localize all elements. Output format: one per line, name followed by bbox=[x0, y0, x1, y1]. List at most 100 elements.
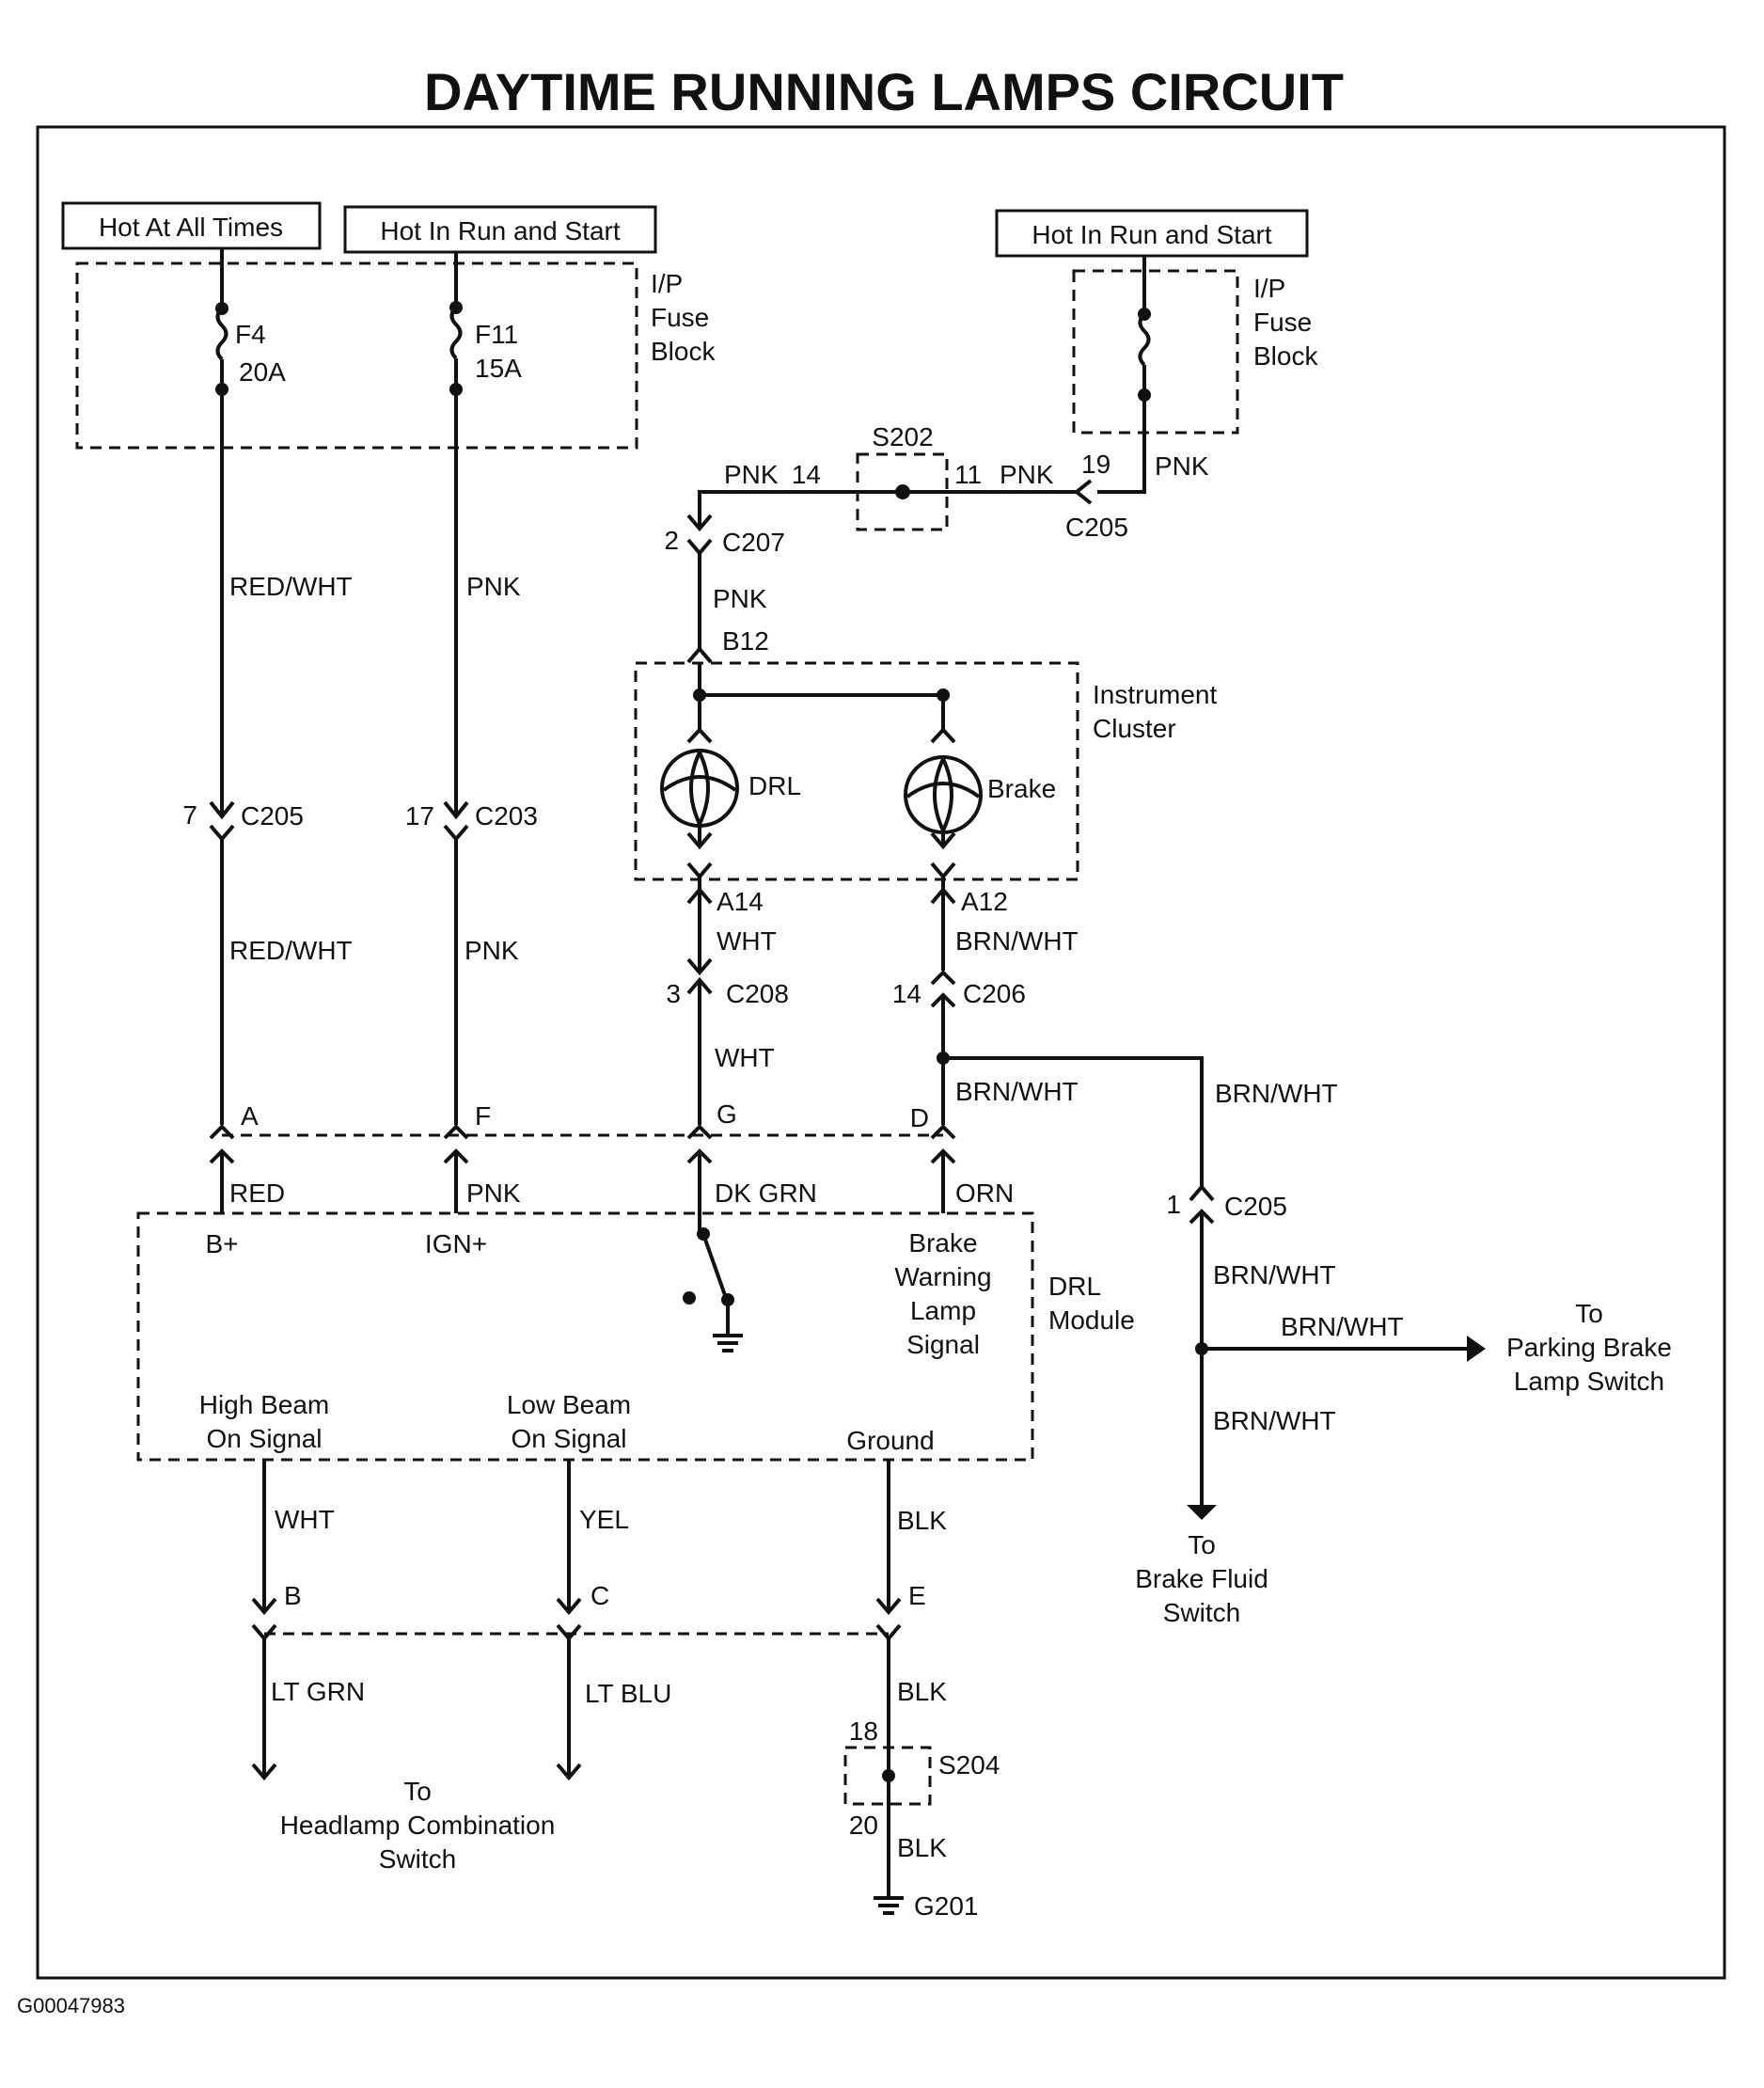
wire-label-dk-grn: DK GRN bbox=[715, 1178, 817, 1208]
connector-a12: A12 bbox=[961, 887, 1008, 916]
hot-at-all-times-box bbox=[61, 201, 322, 250]
wire-label-red-wht-2: RED/WHT bbox=[229, 936, 353, 965]
dest-brake-fluid-2: Brake Fluid bbox=[1135, 1564, 1268, 1593]
wire-label-lt-grn: LT GRN bbox=[271, 1677, 365, 1706]
connector-pin-e: E bbox=[908, 1581, 926, 1610]
fuse-block-left bbox=[75, 261, 638, 450]
dest-parking-brake-3: Lamp Switch bbox=[1514, 1367, 1664, 1396]
instrument-cluster-label-1: Instrument bbox=[1093, 680, 1217, 709]
dest-brake-fluid-3: Switch bbox=[1163, 1598, 1240, 1627]
ground-label: Ground bbox=[846, 1426, 934, 1455]
dest-headlamp-3: Switch bbox=[379, 1844, 456, 1874]
low-beam-label-2: On Signal bbox=[512, 1424, 627, 1453]
wire-f11-circuit bbox=[443, 252, 469, 1213]
connector-c205-left: C205 bbox=[241, 801, 304, 830]
splice-s204-label: S204 bbox=[938, 1750, 1000, 1780]
connector-c206: C206 bbox=[963, 979, 1026, 1008]
wire-label-blk-3: BLK bbox=[897, 1833, 947, 1862]
brake-lamp-label: Brake bbox=[987, 774, 1056, 803]
instrument-cluster-box bbox=[634, 661, 1079, 881]
fuse-f11-name: F11 bbox=[475, 320, 518, 349]
pin-14-s202: 14 bbox=[792, 460, 821, 489]
low-beam-label-1: Low Beam bbox=[507, 1390, 631, 1419]
diagram-title: DAYTIME RUNNING LAMPS CIRCUIT bbox=[424, 62, 1344, 121]
brake-warning-label-1: Brake bbox=[908, 1228, 977, 1258]
wire-label-brn-wht-2: BRN/WHT bbox=[955, 1077, 1079, 1106]
brake-lamp-icon bbox=[904, 755, 983, 834]
high-beam-label-2: On Signal bbox=[207, 1424, 323, 1453]
pin-20: 20 bbox=[849, 1811, 878, 1840]
wire-label-lt-blu: LT BLU bbox=[585, 1679, 671, 1708]
brake-warning-label-3: Lamp bbox=[910, 1296, 976, 1325]
wire-f4-circuit bbox=[209, 248, 235, 1213]
fuse-block-right bbox=[1072, 269, 1239, 435]
wire-label-orn: ORN bbox=[955, 1178, 1014, 1208]
fuse-block-label-left-2: Fuse bbox=[651, 303, 709, 332]
pin-1: 1 bbox=[1166, 1190, 1181, 1219]
instrument-cluster-internal-wiring bbox=[686, 663, 956, 744]
fuse-block-label-right-1: I/P bbox=[1253, 274, 1285, 303]
drl-module-label-1: DRL bbox=[1048, 1272, 1101, 1301]
wire-label-blk-1: BLK bbox=[897, 1506, 947, 1535]
drl-pin-b-plus: B+ bbox=[205, 1229, 238, 1258]
hot-in-run-start-label-2: Hot In Run and Start bbox=[1032, 220, 1271, 249]
connector-c207: C207 bbox=[722, 528, 785, 557]
drl-pin-ign-plus: IGN+ bbox=[425, 1229, 487, 1258]
pin-2: 2 bbox=[664, 526, 679, 555]
high-beam-label-1: High Beam bbox=[199, 1390, 330, 1419]
brake-warning-label-2: Warning bbox=[894, 1262, 991, 1291]
connector-pin-b: B bbox=[284, 1581, 302, 1610]
drl-lamp-icon bbox=[660, 749, 739, 828]
hot-in-run-start-box-1 bbox=[343, 205, 657, 254]
wire-label-brn-wht-3: BRN/WHT bbox=[1215, 1079, 1338, 1108]
connector-c205-right: C205 bbox=[1224, 1192, 1287, 1221]
pin-14-c206: 14 bbox=[892, 979, 921, 1008]
wire-label-pnk-2: PNK bbox=[465, 936, 519, 965]
brake-warning-label-4: Signal bbox=[906, 1330, 980, 1359]
wire-label-pnk-1: PNK bbox=[466, 572, 521, 601]
instrument-cluster-label-2: Cluster bbox=[1093, 714, 1176, 743]
wire-label-pnk-s202-right: PNK bbox=[1000, 460, 1054, 489]
figure-id: G00047983 bbox=[17, 1994, 125, 2017]
dest-parking-brake-2: Parking Brake bbox=[1506, 1333, 1672, 1362]
connector-pin-a: A bbox=[241, 1101, 259, 1131]
wire-label-pnk-3: PNK bbox=[466, 1178, 521, 1208]
splice-s204-box bbox=[843, 1746, 932, 1806]
connector-b12: B12 bbox=[722, 626, 769, 656]
connector-pin-d: D bbox=[910, 1103, 929, 1132]
hot-at-all-times-label: Hot At All Times bbox=[99, 213, 283, 242]
pin-18: 18 bbox=[849, 1716, 878, 1746]
connector-pin-f: F bbox=[475, 1101, 491, 1131]
wire-label-yel: YEL bbox=[579, 1505, 629, 1534]
wire-label-red: RED bbox=[229, 1178, 285, 1208]
wire-ground-circuit bbox=[874, 1460, 904, 1915]
wire-brake-circuit bbox=[930, 831, 1486, 1520]
wire-label-wht-2: WHT bbox=[715, 1043, 775, 1072]
hot-in-run-start-box-2 bbox=[995, 209, 1309, 258]
wire-low-beam-circuit bbox=[556, 1460, 582, 1781]
wire-label-brn-wht-6: BRN/WHT bbox=[1213, 1406, 1336, 1435]
wire-label-pnk-f18: PNK bbox=[1155, 451, 1209, 481]
drl-module-box bbox=[136, 1211, 1034, 1462]
fuse-block-label-left-1: I/P bbox=[651, 269, 683, 298]
fuse-f4-name: F4 bbox=[235, 320, 266, 349]
connector-c203: C203 bbox=[475, 801, 538, 830]
wire-label-brn-wht-1: BRN/WHT bbox=[955, 926, 1079, 956]
wire-label-blk-2: BLK bbox=[897, 1677, 947, 1706]
fuse-block-label-right-3: Block bbox=[1253, 341, 1318, 371]
dest-parking-brake-1: To bbox=[1575, 1299, 1603, 1328]
wire-label-pnk-s202-left: PNK bbox=[724, 460, 779, 489]
fuse-block-label-left-3: Block bbox=[651, 337, 716, 366]
pin-19: 19 bbox=[1081, 450, 1110, 479]
pin-17: 17 bbox=[405, 801, 434, 830]
dest-headlamp-2: Headlamp Combination bbox=[280, 1811, 556, 1840]
connector-a14: A14 bbox=[717, 887, 764, 916]
connector-c205-top: C205 bbox=[1065, 513, 1128, 542]
wire-high-beam-circuit bbox=[251, 1460, 277, 1781]
fuse-f11-rating: 15A bbox=[475, 354, 522, 383]
wire-label-wht-3: WHT bbox=[275, 1505, 335, 1534]
drl-module-label-2: Module bbox=[1048, 1305, 1135, 1335]
connector-pin-c: C bbox=[591, 1581, 609, 1610]
diagram-frame bbox=[36, 125, 1726, 1980]
